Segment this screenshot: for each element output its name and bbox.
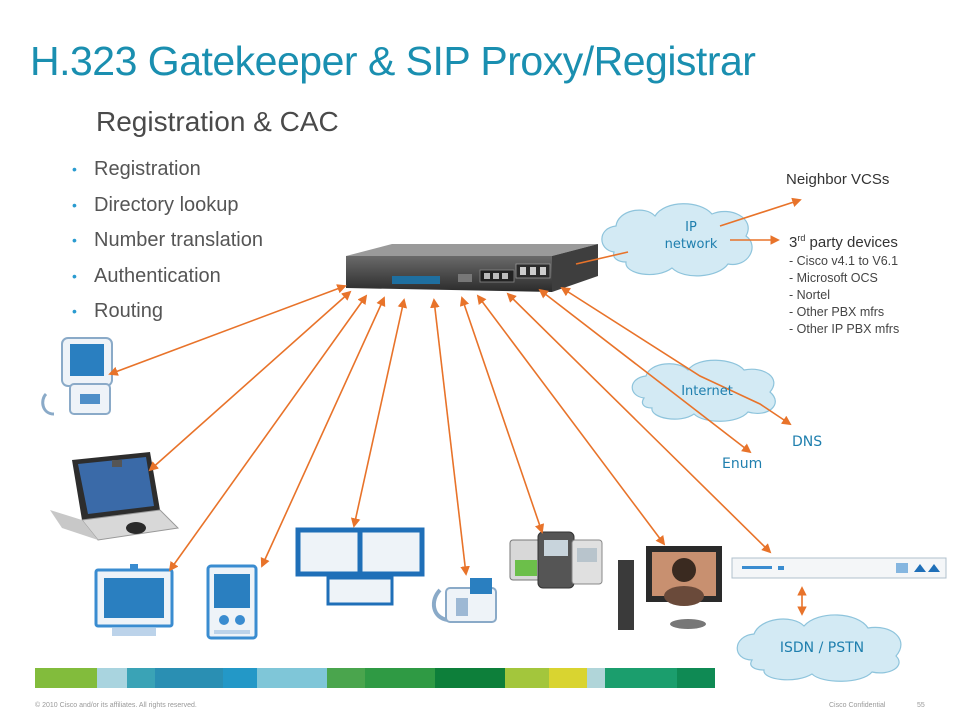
cloud-ip-network-label: IP network [648,219,734,253]
arrow-ip-phone [430,298,470,576]
cloud-ip-network-line2: network [664,237,718,252]
footer-bar-segment [365,668,435,688]
dual-screen-telepresence-icon [295,527,425,606]
vcs-server-icon [346,244,598,292]
footer-bar-segment [97,668,127,688]
arrow-dual-screen [350,298,408,528]
video-monitor-icon [94,564,174,636]
telepresence-unit-icon [206,564,258,640]
arrow-ip-network-in [575,251,629,265]
arrow-isdn-gateway [506,292,772,554]
neighbor-vcs-label: Neighbor VCSs [786,171,890,188]
third-party-suffix: party devices [805,234,898,251]
footer-bar-segment [127,668,155,688]
footer-color-bar [35,668,925,688]
feature-item: Routing [72,296,263,332]
cloud-isdn-pstn-label: ISDN / PSTN [779,640,865,656]
arrow-dns [560,286,792,426]
page-number: 55 [917,702,925,709]
footer-bar-segment [677,668,715,688]
footer-bar-segment [223,668,257,688]
copyright-text: © 2010 Cisco and/or its affiliates. All … [35,702,197,709]
third-party-prefix: 3 [789,234,798,251]
arrow-desk-phone [459,296,545,534]
third-party-devices-list: - Cisco v4.1 to V6.1 - Microsoft OCS - N… [789,253,899,338]
footer-bar-segment [505,668,549,688]
ip-video-phone-icon [41,337,113,416]
confidential-label: Cisco Confidential [829,702,886,709]
footer-bar-segment [35,668,97,688]
isdn-gateway-icon [731,557,947,579]
arrow-neighbor-vcs [719,197,802,227]
video-conference-system-icon [618,546,722,630]
ip-phone-icon [431,578,497,623]
footer-bar-segment [549,668,587,688]
third-party-device-item: - Nortel [789,288,830,302]
arrow-telepresence-unit [260,296,386,568]
laptop-icon [50,452,180,541]
footer-bar-segment [155,668,223,688]
third-party-device-item: - Other PBX mfrs [789,305,885,319]
cloud-ip-network [601,203,753,277]
feature-item: Number translation [72,225,263,261]
connection-arrows [108,197,807,616]
feature-item: Directory lookup [72,190,263,226]
feature-list: Registration Directory lookup Number tra… [72,154,263,332]
third-party-devices-title: 3rd party devices [789,233,898,251]
footer-bar-segment [605,668,677,688]
page-subtitle: Registration & CAC [96,106,339,137]
footer-bar-segment [435,668,505,688]
feature-item: Authentication [72,261,263,297]
enum-label: Enum [722,456,763,472]
cloud-internet-label: Internet [681,384,733,399]
third-party-device-item: - Other IP PBX mfrs [789,322,900,336]
cloud-isdn-pstn [736,614,902,682]
page-title: H.323 Gatekeeper & SIP Proxy/Registrar [30,38,756,84]
footer-bar-segment [587,668,605,688]
third-party-device-item: - Cisco v4.1 to V6.1 [789,254,899,268]
third-party-superscript: rd [797,233,806,243]
feature-item: Registration [72,154,263,190]
footer-bar-segment [257,668,327,688]
third-party-device-item: - Microsoft OCS [789,271,878,285]
cloud-ip-network-line1: IP [685,220,697,235]
footer-bar-segment [327,668,365,688]
dns-label: DNS [792,434,823,450]
desk-phone-icon [509,531,603,589]
